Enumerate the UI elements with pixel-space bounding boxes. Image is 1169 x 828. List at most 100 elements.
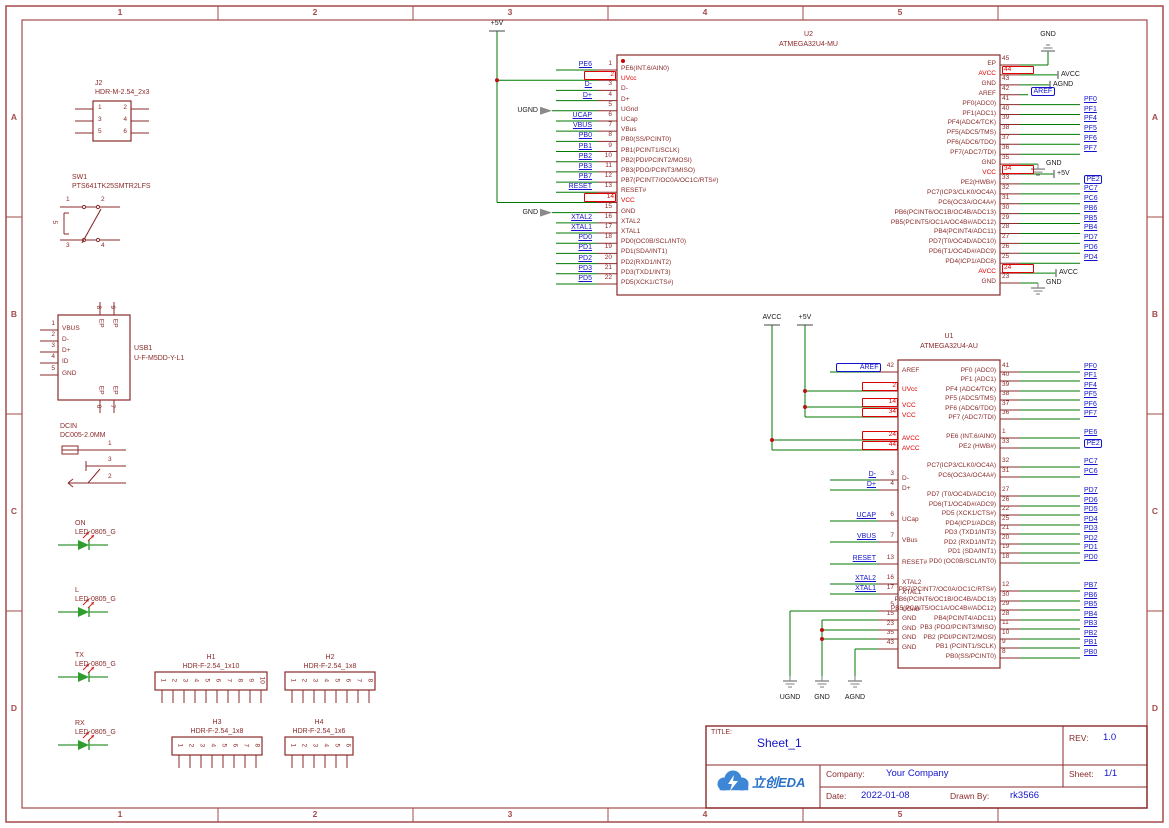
net-label-PD5[interactable]: PD5 bbox=[578, 274, 592, 282]
usb1-value[interactable]: U-F-M5DD-Y-L1 bbox=[134, 355, 185, 362]
j2-ref[interactable]: J2 bbox=[95, 80, 103, 87]
power-flag-gnd[interactable]: GND bbox=[1040, 31, 1056, 38]
power-flag-gnd[interactable]: GND bbox=[522, 208, 538, 216]
date-value[interactable]: 2022-01-08 bbox=[861, 790, 910, 801]
net-label-PD6[interactable]: PD6 bbox=[1084, 497, 1098, 504]
net-label-PD4[interactable]: PD4 bbox=[1084, 254, 1098, 262]
net-label-PD0[interactable]: PD0 bbox=[578, 234, 592, 242]
header-H2-value[interactable]: HDR-F-2.54_1x8 bbox=[303, 663, 357, 670]
power-flag-agnd[interactable]: AGND bbox=[844, 694, 866, 701]
led-RX-value[interactable]: LED-0805_G bbox=[75, 729, 116, 736]
company-value[interactable]: Your Company bbox=[886, 768, 949, 779]
net-label-XTAL2[interactable]: XTAL2 bbox=[571, 213, 592, 221]
dcin-ref[interactable]: DCIN bbox=[60, 423, 78, 430]
net-label-D+[interactable]: D+ bbox=[582, 91, 592, 99]
net-label-VBUS[interactable]: VBUS bbox=[572, 122, 592, 130]
u1-value[interactable]: ATMEGA32U4-AU bbox=[920, 343, 978, 350]
net-label-PB0[interactable]: PB0 bbox=[578, 132, 592, 140]
rev-value[interactable]: 1.0 bbox=[1103, 732, 1117, 743]
power-flag-ugnd[interactable]: UGND bbox=[517, 106, 538, 114]
net-label-PD2[interactable]: PD2 bbox=[1084, 535, 1098, 542]
net-label-RESET[interactable]: RESET bbox=[852, 555, 876, 562]
net-label-XTAL2[interactable]: XTAL2 bbox=[855, 575, 876, 582]
net-label-PC7[interactable]: PC7 bbox=[1084, 184, 1098, 192]
power-flag-+5v[interactable]: +5V bbox=[1057, 170, 1070, 177]
net-label-XTAL1[interactable]: XTAL1 bbox=[855, 585, 876, 592]
power-flag-gnd[interactable]: GND bbox=[1046, 160, 1062, 168]
net-label-PF5[interactable]: PF5 bbox=[1084, 391, 1097, 398]
net-label-PC7[interactable]: PC7 bbox=[1084, 458, 1098, 465]
drawn-by-value[interactable]: rk3566 bbox=[1010, 790, 1040, 801]
header-H1-ref[interactable]: H1 bbox=[206, 654, 216, 661]
power-flag-gnd[interactable]: GND bbox=[1046, 279, 1062, 287]
power-flag-agnd[interactable]: AGND bbox=[1053, 80, 1074, 88]
net-label-PE2[interactable]: PE2 bbox=[1084, 439, 1103, 448]
led-L-value[interactable]: LED-0805_G bbox=[75, 596, 116, 603]
net-label-PF1[interactable]: PF1 bbox=[1084, 105, 1097, 113]
power-flag-avcc[interactable]: AVCC bbox=[1059, 269, 1078, 277]
net-label-PF7[interactable]: PF7 bbox=[1084, 145, 1097, 153]
net-label-D-[interactable]: D- bbox=[584, 81, 592, 89]
net-label-PB3[interactable]: PB3 bbox=[1084, 620, 1098, 627]
net-label-PD1[interactable]: PD1 bbox=[1084, 544, 1098, 551]
net-label-PC6[interactable]: PC6 bbox=[1084, 194, 1098, 202]
power-flag-5v[interactable]: +5V bbox=[490, 20, 504, 27]
net-label-PB2[interactable]: PB2 bbox=[1084, 630, 1098, 637]
led-RX-ref[interactable]: RX bbox=[75, 720, 85, 727]
net-label-PF6[interactable]: PF6 bbox=[1084, 401, 1097, 408]
u1-ref[interactable]: U1 bbox=[944, 333, 954, 340]
net-label-PF0[interactable]: PF0 bbox=[1084, 95, 1097, 103]
net-label-PD3[interactable]: PD3 bbox=[1084, 525, 1098, 532]
net-label-PF6[interactable]: PF6 bbox=[1084, 135, 1097, 143]
led-ON-ref[interactable]: ON bbox=[75, 520, 86, 527]
net-label-PE6[interactable]: PE6 bbox=[1084, 429, 1098, 436]
net-label-PD3[interactable]: PD3 bbox=[578, 264, 592, 272]
u2-value[interactable]: ATMEGA32U4-MU bbox=[779, 41, 838, 48]
sw1-value[interactable]: PTS641TK25SMTR2LFS bbox=[72, 183, 151, 190]
net-label-PD6[interactable]: PD6 bbox=[1084, 244, 1098, 252]
net-label-PF4[interactable]: PF4 bbox=[1084, 382, 1097, 389]
net-label-D+[interactable]: D+ bbox=[866, 481, 876, 488]
net-label-PC6[interactable]: PC6 bbox=[1084, 468, 1098, 475]
header-H4-ref[interactable]: H4 bbox=[314, 719, 324, 726]
net-label-VBUS[interactable]: VBUS bbox=[856, 533, 876, 540]
j2-value[interactable]: HDR-M-2.54_2x3 bbox=[95, 89, 150, 96]
net-label-PD4[interactable]: PD4 bbox=[1084, 516, 1098, 523]
net-label-PB3[interactable]: PB3 bbox=[578, 162, 592, 170]
net-label-XTAL1[interactable]: XTAL1 bbox=[571, 224, 592, 232]
net-label-PB7[interactable]: PB7 bbox=[1084, 582, 1098, 589]
net-label-UCAP[interactable]: UCAP bbox=[572, 111, 592, 119]
net-label-D-[interactable]: D- bbox=[868, 471, 876, 478]
net-label-PF7[interactable]: PF7 bbox=[1084, 410, 1097, 417]
net-label-PF0[interactable]: PF0 bbox=[1084, 363, 1097, 370]
power-flag-ugnd[interactable]: UGND bbox=[779, 694, 801, 701]
led-TX-value[interactable]: LED-0805_G bbox=[75, 661, 116, 668]
dcin-value[interactable]: DC005-2.0MM bbox=[60, 432, 106, 439]
net-label-PD5[interactable]: PD5 bbox=[1084, 506, 1098, 513]
net-label-PB7[interactable]: PB7 bbox=[578, 173, 592, 181]
power-flag-avcc[interactable]: AVCC bbox=[762, 314, 782, 321]
net-label-PB1[interactable]: PB1 bbox=[578, 142, 592, 150]
net-label-PB6[interactable]: PB6 bbox=[1084, 592, 1098, 599]
net-label-PD0[interactable]: PD0 bbox=[1084, 554, 1098, 561]
net-label-PB1[interactable]: PB1 bbox=[1084, 639, 1098, 646]
net-label-AREF[interactable]: AREF bbox=[836, 363, 881, 372]
net-label-PB5[interactable]: PB5 bbox=[1084, 214, 1098, 222]
header-H3-ref[interactable]: H3 bbox=[212, 719, 222, 726]
net-label-PF5[interactable]: PF5 bbox=[1084, 125, 1097, 133]
header-H3-value[interactable]: HDR-F-2.54_1x8 bbox=[190, 728, 244, 735]
usb1-ref[interactable]: USB1 bbox=[134, 345, 153, 352]
net-label-UCAP[interactable]: UCAP bbox=[856, 512, 876, 519]
net-label-PF1[interactable]: PF1 bbox=[1084, 372, 1097, 379]
net-label-PD2[interactable]: PD2 bbox=[578, 254, 592, 262]
net-label-PE2[interactable]: PE2 bbox=[1084, 174, 1103, 184]
header-H1-value[interactable]: HDR-F-2.54_1x10 bbox=[182, 663, 240, 670]
led-L-ref[interactable]: L bbox=[75, 587, 79, 594]
net-label-PB6[interactable]: PB6 bbox=[1084, 204, 1098, 212]
header-H2-ref[interactable]: H2 bbox=[325, 654, 335, 661]
net-label-PB0[interactable]: PB0 bbox=[1084, 649, 1098, 656]
header-H4-value[interactable]: HDR-F-2.54_1x6 bbox=[292, 728, 346, 735]
net-label-PD7[interactable]: PD7 bbox=[1084, 487, 1098, 494]
net-label-PB2[interactable]: PB2 bbox=[578, 152, 592, 160]
power-flag-gnd[interactable]: GND bbox=[814, 694, 830, 701]
